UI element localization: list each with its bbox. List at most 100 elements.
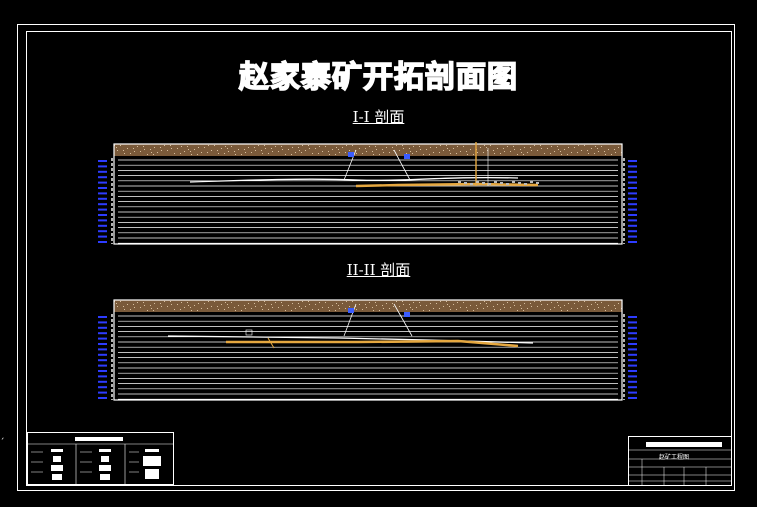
topsoil-speck: [217, 150, 218, 151]
topsoil-speck: [231, 146, 232, 147]
topsoil-speck: [537, 306, 538, 307]
topsoil-speck: [540, 301, 541, 302]
topsoil-speck: [514, 305, 515, 306]
topsoil-speck: [386, 303, 387, 304]
topsoil-speck: [308, 145, 309, 146]
topsoil-speck: [174, 153, 175, 154]
topsoil-speck: [430, 303, 431, 304]
topsoil-speck: [187, 302, 188, 303]
topsoil-speck: [134, 307, 135, 308]
topsoil-speck: [406, 153, 407, 154]
topsoil-speck: [446, 145, 447, 146]
topsoil-speck: [285, 310, 286, 311]
topsoil-speck: [150, 305, 151, 306]
working-face-mark: [524, 183, 527, 185]
topsoil-speck: [346, 145, 347, 146]
topsoil-speck: [460, 151, 461, 152]
topsoil-speck: [117, 306, 118, 307]
section-2-label: II-II 剖面: [0, 259, 757, 280]
topsoil-speck: [281, 302, 282, 303]
depth-label-left: [98, 214, 107, 216]
topsoil-speck: [288, 305, 289, 306]
topsoil-speck: [587, 150, 588, 151]
topsoil-speck: [332, 305, 333, 306]
topsoil-speck: [171, 148, 172, 149]
shaft-marker-right: [404, 154, 410, 159]
topsoil-speck: [271, 304, 272, 305]
topsoil-speck: [433, 152, 434, 153]
topsoil-speck: [433, 308, 434, 309]
topsoil-speck: [123, 306, 124, 307]
topsoil-speck: [207, 308, 208, 309]
depth-label-left: [98, 197, 107, 200]
topsoil-speck: [608, 305, 609, 306]
topsoil-speck: [513, 146, 514, 147]
topsoil-speck: [473, 154, 474, 155]
topsoil-speck: [208, 145, 209, 146]
depth-label-right: [628, 353, 637, 356]
depth-label-left: [98, 241, 107, 243]
topsoil-speck: [299, 306, 300, 307]
topsoil-speck: [349, 150, 350, 151]
topsoil-speck: [184, 151, 185, 152]
topsoil-speck: [201, 308, 202, 309]
topsoil-speck: [614, 305, 615, 306]
shaft-marker-left: [348, 152, 354, 157]
section-1-label-text: I-I 剖面: [352, 108, 405, 126]
topsoil-speck: [218, 309, 219, 310]
topsoil-speck: [560, 151, 561, 152]
topsoil-speck: [453, 148, 454, 149]
topsoil-speck: [604, 307, 605, 308]
topsoil-speck: [430, 147, 431, 148]
topsoil-speck: [595, 302, 596, 303]
topsoil-speck: [218, 153, 219, 154]
shaft-marker-right: [404, 312, 410, 317]
section-1-profile: [98, 142, 637, 245]
topsoil-speck: [227, 148, 228, 149]
depth-label-left: [98, 343, 107, 345]
topsoil-speck: [181, 302, 182, 303]
depth-label-right: [628, 224, 637, 227]
topsoil-speck: [312, 309, 313, 310]
topsoil-speck: [504, 151, 505, 152]
topsoil-speck: [483, 152, 484, 153]
topsoil-speck: [335, 154, 336, 155]
depth-label-right: [628, 397, 637, 399]
topsoil-speck: [197, 154, 198, 155]
topsoil-speck: [457, 146, 458, 147]
topsoil-speck: [486, 303, 487, 304]
topsoil-speck: [614, 149, 615, 150]
topsoil-speck: [520, 149, 521, 150]
topsoil-speck: [235, 154, 236, 155]
topsoil-speck: [494, 153, 495, 154]
topsoil-speck: [611, 310, 612, 311]
topsoil-speck: [140, 151, 141, 152]
topsoil-speck: [523, 310, 524, 311]
topsoil-speck: [403, 148, 404, 149]
depth-label-right: [628, 181, 637, 184]
topsoil-speck: [446, 301, 447, 302]
shaft-marker-left: [348, 308, 354, 313]
topsoil-speck: [271, 148, 272, 149]
topsoil-speck: [476, 305, 477, 306]
depth-label-left: [98, 337, 107, 340]
topsoil-speck: [221, 148, 222, 149]
topsoil-speck: [544, 309, 545, 310]
topsoil-speck: [143, 302, 144, 303]
topsoil-speck: [426, 305, 427, 306]
topsoil-speck: [335, 310, 336, 311]
topsoil-speck: [568, 303, 569, 304]
depth-label-right: [628, 197, 637, 200]
topsoil-speck: [581, 306, 582, 307]
depth-label-left: [98, 224, 107, 227]
topsoil-speck: [133, 304, 134, 305]
topsoil-speck: [615, 308, 616, 309]
topsoil-speck: [443, 306, 444, 307]
topsoil-speck: [362, 309, 363, 310]
topsoil-speck: [577, 152, 578, 153]
topsoil-speck: [473, 310, 474, 311]
topsoil-speck: [292, 147, 293, 148]
topsoil-speck: [530, 303, 531, 304]
topsoil-speck: [245, 152, 246, 153]
topsoil-speck: [510, 307, 511, 308]
